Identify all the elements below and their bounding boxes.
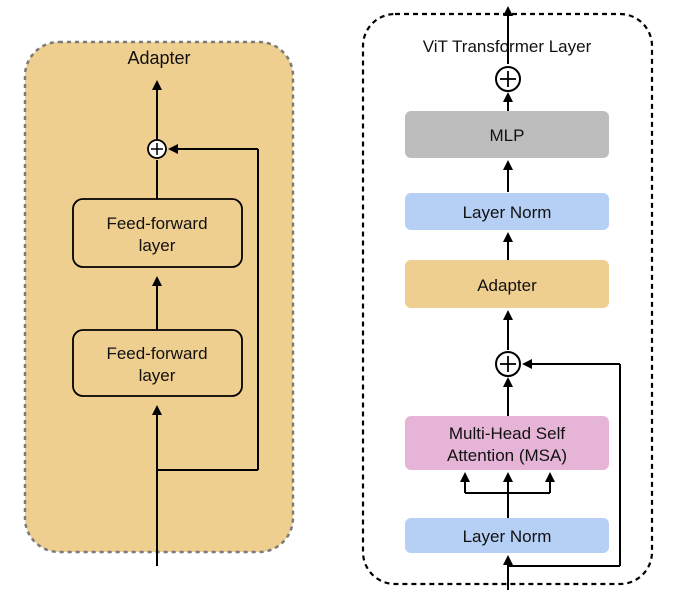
adapter-panel: Adapter Feed-forward layer Feed-forward … (23, 40, 295, 566)
adapter-ff-layer-top-line1: Feed-forward (106, 214, 207, 233)
vit-layer-norm-upper-label: Layer Norm (463, 203, 552, 222)
vit-layer-norm-upper (405, 193, 609, 230)
adapter-ff-layer-top (72, 198, 243, 268)
vit-msa-line1: Multi-Head Self (449, 424, 565, 443)
circle-plus-icon (495, 66, 521, 92)
circle-plus-icon (495, 351, 521, 377)
adapter-panel-background (23, 40, 295, 554)
vit-msa-block (405, 416, 609, 470)
vit-msa-line2: Attention (MSA) (447, 446, 567, 465)
vit-layer-norm-lower (405, 518, 609, 553)
adapter-panel-title: Adapter (127, 48, 190, 68)
vit-adapter-label: Adapter (477, 276, 537, 295)
vit-mlp-block (405, 111, 609, 158)
circle-plus-icon (147, 139, 167, 159)
vit-layer-norm-lower-label: Layer Norm (463, 527, 552, 546)
vit-mlp-label: MLP (490, 126, 525, 145)
vit-adapter-block (405, 260, 609, 308)
adapter-ff-layer-bottom (72, 329, 243, 397)
vit-transformer-panel: ViT Transformer Layer MLP Layer Norm Ada… (361, 6, 654, 590)
adapter-ff-layer-top-line2: layer (139, 236, 176, 255)
adapter-ff-layer-bottom-line2: layer (139, 366, 176, 385)
adapter-ff-layer-bottom-line1: Feed-forward (106, 344, 207, 363)
